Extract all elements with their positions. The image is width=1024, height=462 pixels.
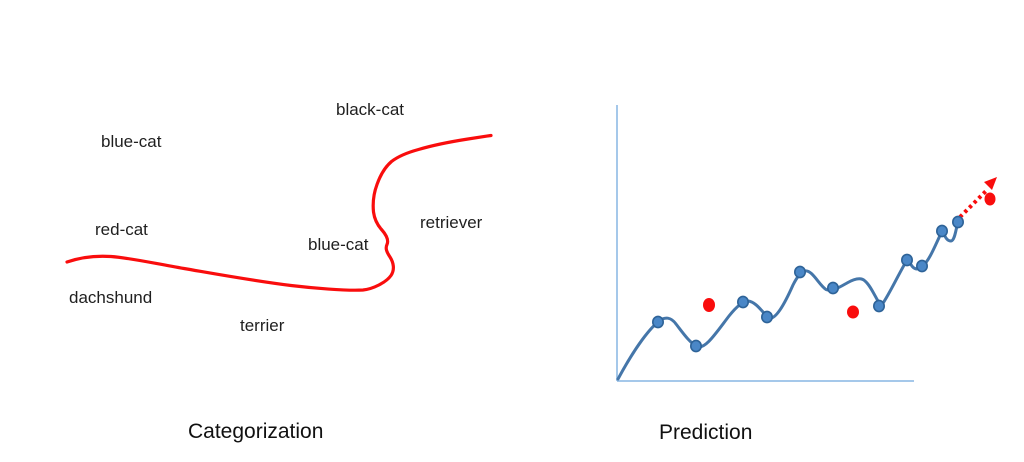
label-red-cat: red-cat bbox=[95, 220, 148, 239]
outlier-point bbox=[703, 298, 715, 312]
data-point bbox=[872, 299, 885, 313]
categorization-title: Categorization bbox=[188, 420, 324, 443]
label-retriever: retriever bbox=[420, 213, 483, 232]
data-point bbox=[689, 339, 702, 353]
data-point bbox=[900, 253, 913, 267]
prediction-title: Prediction bbox=[659, 421, 753, 444]
data-point bbox=[915, 259, 928, 273]
data-point bbox=[793, 265, 806, 279]
label-dachshund: dachshund bbox=[69, 288, 153, 307]
data-point bbox=[935, 224, 948, 238]
label-blue-cat-top: blue-cat bbox=[101, 132, 162, 151]
forecast-arrow-shaft bbox=[958, 189, 988, 219]
data-point bbox=[760, 310, 773, 324]
outlier-point bbox=[984, 192, 996, 206]
forecast-arrowhead bbox=[984, 177, 997, 190]
label-black-cat: black-cat bbox=[336, 100, 405, 119]
data-point bbox=[826, 281, 839, 295]
trend-line bbox=[616, 220, 960, 381]
label-terrier: terrier bbox=[240, 316, 285, 335]
outlier-point bbox=[847, 305, 859, 319]
category-boundary-curve bbox=[65, 133, 493, 292]
data-point bbox=[651, 315, 664, 329]
label-blue-cat-mid: blue-cat bbox=[308, 235, 369, 254]
data-point bbox=[951, 215, 964, 229]
data-point bbox=[736, 295, 749, 309]
